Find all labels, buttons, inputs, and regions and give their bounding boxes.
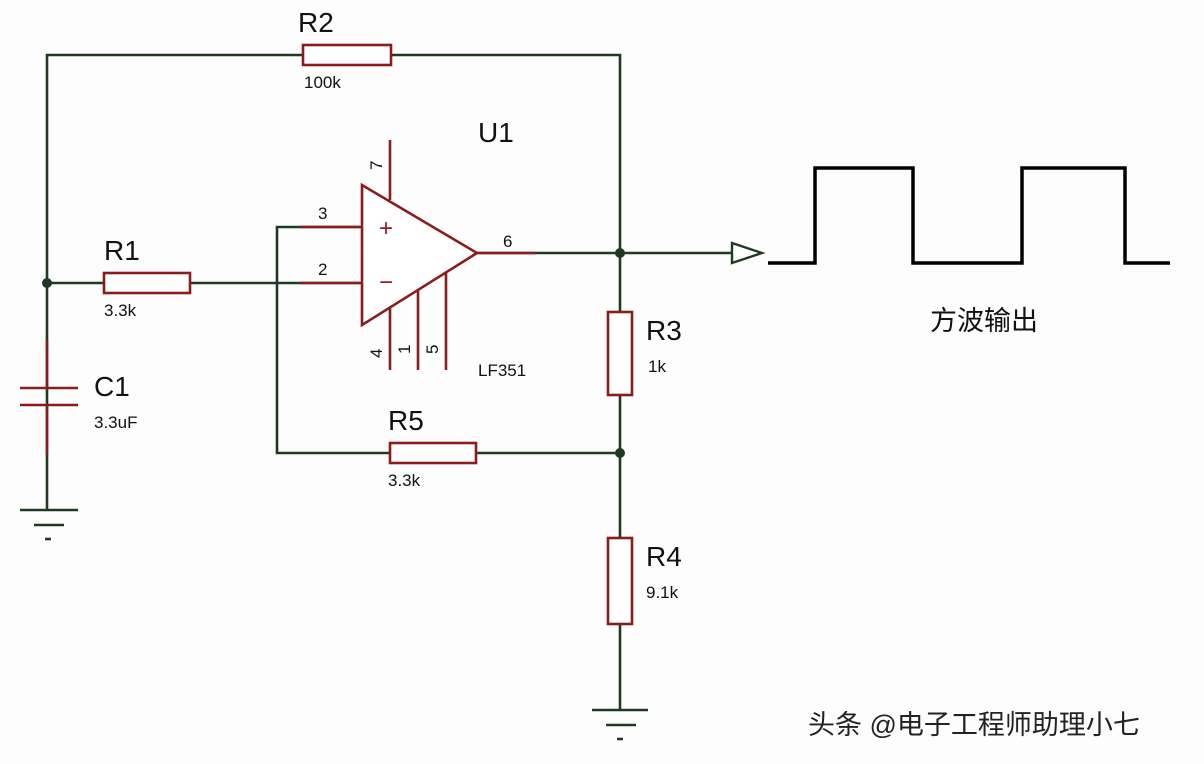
pin-5: 5	[423, 345, 442, 354]
c1-name: C1	[94, 371, 130, 402]
r3-name: R3	[646, 315, 682, 346]
r4-name: R4	[646, 541, 682, 572]
ground-icon	[592, 708, 648, 741]
pin-4: 4	[367, 349, 386, 358]
square-wave	[768, 166, 1170, 265]
r1-name: R1	[104, 235, 140, 266]
u1-name: U1	[478, 117, 514, 148]
pin-2: 2	[318, 260, 327, 279]
resistor-r4	[606, 536, 634, 626]
r5-value: 3.3k	[388, 471, 421, 490]
watermark: 头条 @电子工程师助理小七	[808, 710, 1140, 740]
junction-node	[615, 248, 625, 258]
resistor-r1	[102, 271, 192, 295]
pin-1: 1	[395, 345, 414, 354]
pin-7: 7	[367, 161, 386, 170]
pin-3: 3	[318, 204, 327, 223]
output-arrow-icon	[730, 241, 766, 265]
r2-name: R2	[298, 7, 334, 38]
u1-part: LF351	[478, 361, 526, 380]
r5-name: R5	[388, 405, 424, 436]
junction-node	[42, 278, 52, 288]
resistor-r2	[301, 43, 393, 67]
r1-value: 3.3k	[104, 301, 137, 320]
ground-icon	[20, 508, 78, 541]
resistor-r3	[606, 310, 634, 397]
pin-6: 6	[503, 232, 512, 251]
plus-sign: +	[379, 215, 393, 242]
wires	[42, 53, 732, 710]
r4-value: 9.1k	[646, 583, 679, 602]
output-label: 方波输出	[930, 306, 1038, 336]
junction-node	[615, 448, 625, 458]
op-amp-u1	[300, 140, 535, 370]
resistor-r5	[388, 441, 478, 465]
minus-sign: −	[379, 269, 393, 296]
c1-value: 3.3uF	[94, 413, 137, 432]
capacitor-c1	[20, 340, 78, 455]
r3-value: 1k	[648, 357, 666, 376]
r2-value: 100k	[304, 73, 341, 92]
